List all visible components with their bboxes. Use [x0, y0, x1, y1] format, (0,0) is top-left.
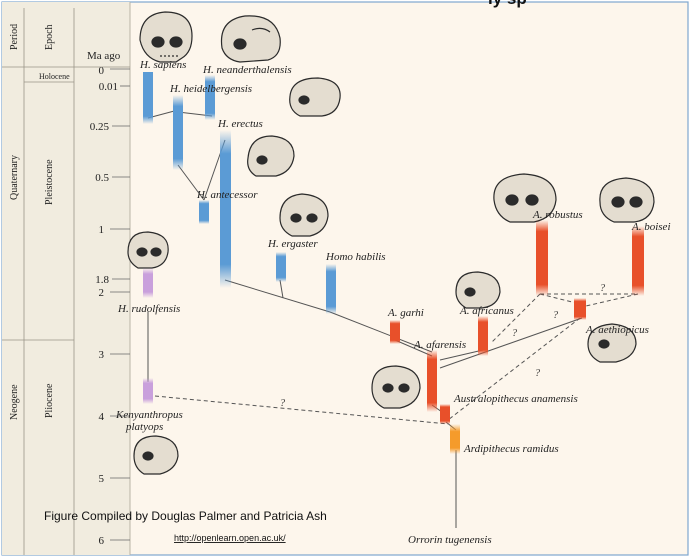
uncertain-links	[154, 293, 639, 425]
h-erectus-bar	[220, 130, 231, 288]
tick-label: 4	[99, 411, 105, 423]
h-neanderthalensis-skull-icon	[220, 15, 281, 63]
tick-label: 0.5	[95, 172, 109, 184]
tick-label: 0.01	[99, 81, 118, 93]
a-aethiopicus-bar	[574, 298, 586, 320]
h-rudolfensis-label: H. rudolfensis	[117, 303, 180, 315]
a-anamensis-bar	[440, 404, 450, 424]
pliocene-label: Pliocene	[44, 383, 55, 418]
homo-habilis-label: Homo habilis	[325, 251, 386, 263]
h-erectus-label: H. erectus	[217, 118, 263, 130]
h-heidelbergensis-skull-icon	[289, 77, 341, 117]
ardipithecus-label: Ardipithecus ramidus	[463, 443, 559, 455]
a-robustus-label: A. robustus	[532, 209, 583, 221]
homo-habilis-bar	[326, 264, 336, 314]
a-afarensis-label: A. afarensis	[413, 339, 466, 351]
a-afarensis-bar	[427, 350, 437, 412]
tick-label: 6	[99, 535, 105, 547]
a-robustus-bar	[536, 220, 548, 296]
neogene-label: Neogene	[9, 384, 20, 420]
orrorin-label: Orrorin tugenensis	[408, 534, 492, 546]
a-boisei-label: A. boisei	[631, 221, 671, 233]
a-africanus-skull-icon	[455, 271, 501, 309]
h-antecessor-bar	[199, 200, 209, 224]
a-garhi-label: A. garhi	[387, 307, 424, 319]
uncertain-mark: ?	[535, 368, 540, 379]
tick-label: 3	[99, 349, 105, 361]
epoch-header: Epoch	[44, 24, 55, 50]
h-rudolfensis-bar	[143, 268, 153, 298]
period-header: Period	[9, 24, 20, 50]
uncertain-mark: ?	[553, 310, 558, 321]
h-ergaster-skull-icon	[279, 193, 329, 237]
tick-label: 5	[99, 473, 105, 485]
h-ergaster-label: H. ergaster	[267, 238, 318, 250]
a-boisei-skull-icon	[599, 177, 655, 223]
a-robustus-skull-icon	[493, 173, 557, 223]
a-africanus-bar	[478, 316, 488, 356]
kenyanthropus-label-line2: platyops	[125, 421, 163, 433]
figure-credit: Figure Compiled by Douglas Palmer and Pa…	[44, 509, 327, 523]
a-aethiopicus-skull-icon	[587, 323, 637, 363]
a-garhi-bar	[390, 320, 400, 344]
h-sapiens-bar	[143, 72, 153, 124]
a-aethiopicus-label: A. aethiopicus	[585, 324, 649, 336]
h-heidelbergensis-label: H. heidelbergensis	[169, 83, 252, 95]
ardipithecus-bar	[450, 424, 460, 454]
a-anamensis-label: Australopithecus anamensis	[453, 393, 578, 405]
a-africanus-label: A. africanus	[459, 305, 514, 317]
a-boisei-bar	[632, 226, 644, 296]
ma-ago-header: Ma ago	[87, 50, 121, 62]
uncertain-mark: ?	[512, 328, 517, 339]
tick-label: 2	[99, 287, 105, 299]
h-rudolfensis-skull-icon	[127, 231, 169, 269]
source-link[interactable]: http://openlearn.open.ac.uk/	[174, 533, 286, 543]
kenyanthropus-label: Kenyanthropus	[115, 409, 183, 421]
tick-label: 1	[99, 224, 105, 236]
tick-label: 0.25	[90, 121, 110, 133]
h-ergaster-bar	[276, 252, 286, 282]
h-erectus-skull-icon	[247, 135, 295, 177]
h-sapiens-label: H. sapiens	[139, 59, 186, 71]
h-sapiens-skull-icon	[139, 11, 193, 63]
kenyanthropus-bar	[143, 378, 153, 404]
a-afarensis-skull-icon	[371, 365, 421, 409]
h-neanderthalensis-label: H. neanderthalensis	[202, 64, 292, 76]
pleistocene-label: Pleistocene	[44, 159, 55, 205]
species-bars	[143, 72, 644, 454]
h-heidelbergensis-bar	[173, 95, 183, 170]
time-scale-panel	[2, 2, 130, 555]
h-neanderthalensis-bar	[205, 75, 215, 120]
h-antecessor-label: H. antecessor	[196, 189, 258, 201]
quaternary-label: Quaternary	[9, 155, 20, 200]
kenyanthropus-skull-icon	[133, 435, 179, 475]
tick-label: 1.8	[95, 274, 109, 286]
uncertain-mark: ?	[600, 283, 605, 294]
tick-label: 0	[99, 65, 105, 77]
holocene-label: Holocene	[39, 72, 70, 81]
uncertain-mark: ?	[280, 398, 285, 409]
time-axis: 0 0.01 0.25 0.5 1 1.8 2 3 4 5 6	[90, 65, 130, 547]
title-fragment: ly sp	[488, 0, 527, 8]
